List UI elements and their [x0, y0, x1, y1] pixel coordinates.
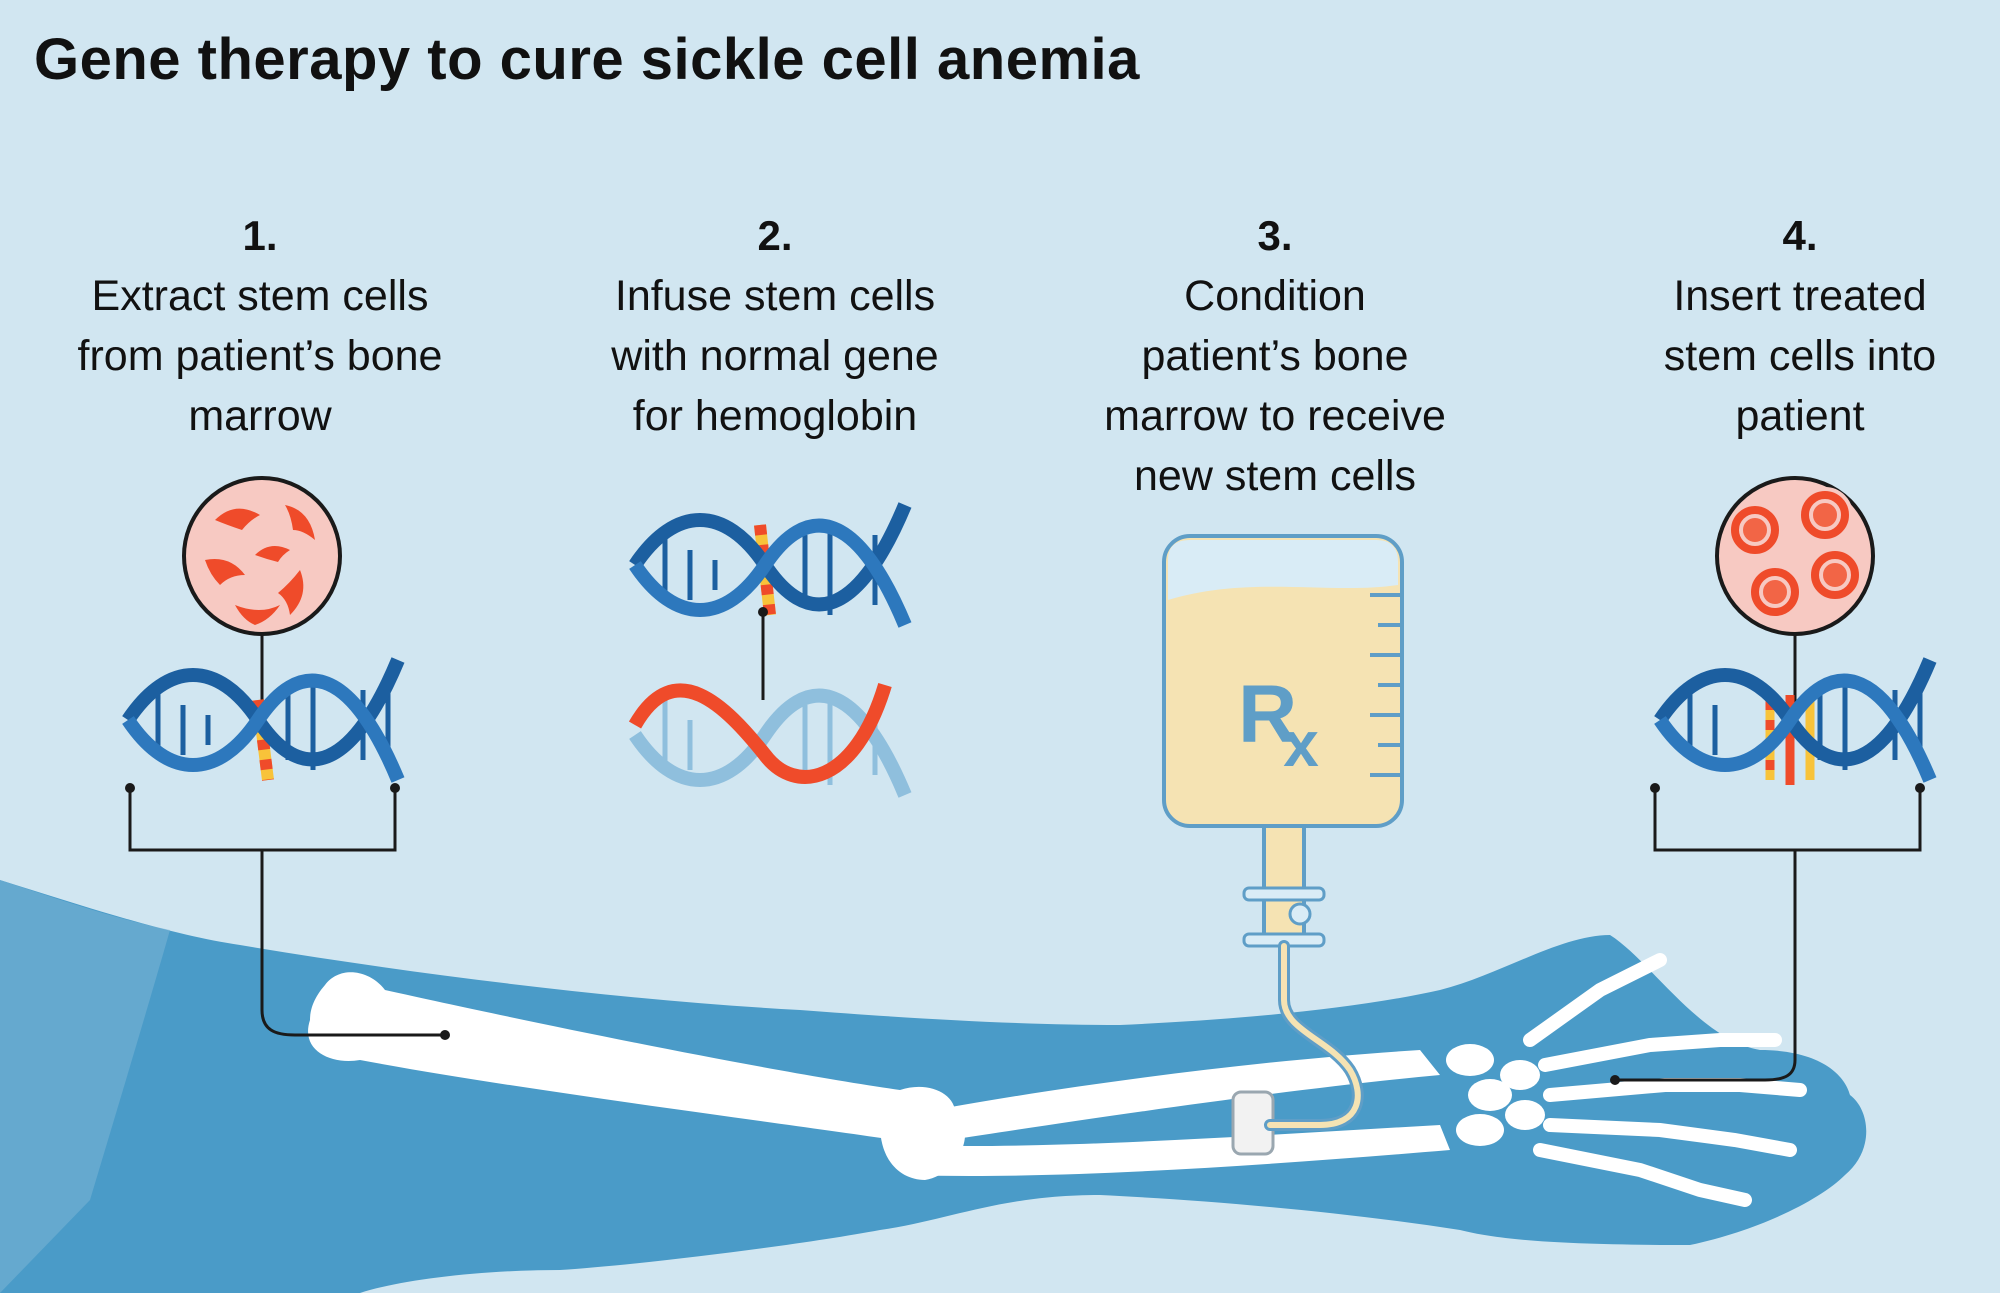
step-text-line: for hemoglobin [632, 392, 918, 440]
elbow-joint [880, 1102, 966, 1180]
connector-4-dot-right [1915, 783, 1925, 793]
step-text-line: Infuse stem cells [614, 272, 936, 320]
step-text-line: patient’s bone [1141, 332, 1409, 380]
step-text-line: marrow [188, 392, 332, 440]
dna-helix-icon [629, 502, 912, 628]
step-text-line: Extract stem cells [91, 272, 429, 320]
rx-sub: x [1283, 708, 1319, 780]
arm-silhouette [0, 880, 1867, 1293]
step-text-line: marrow to receive [1104, 392, 1446, 440]
step-text-line: Condition [1184, 272, 1366, 320]
step-number: 3. [1257, 212, 1293, 259]
iv-bag-rx-label: Rx [1238, 668, 1319, 781]
sickle-cell-icon [182, 476, 342, 636]
connector-1-dot-right [390, 783, 400, 793]
step-number: 1. [242, 212, 278, 259]
connector-1 [128, 788, 445, 1037]
connector-2-dot [758, 607, 768, 617]
connector-4 [1615, 788, 1922, 1082]
step-1: 1. Extract stem cells from patient’s bon… [20, 206, 500, 446]
iv-scale-ticks [1370, 593, 1400, 777]
rx-main: R [1238, 669, 1298, 760]
arm-skeleton-icon [0, 880, 1867, 1293]
iv-clamp-top [1242, 886, 1326, 902]
step-text-line: with normal gene [611, 332, 939, 380]
dna-helix-icon [628, 682, 912, 798]
connector-1-dot-left [125, 783, 135, 793]
dna-helix-icon [122, 657, 405, 783]
arm-shadow [0, 880, 170, 1293]
step-4: 4. Insert treated stem cells into patien… [1555, 206, 2000, 446]
step-text-line: stem cells into [1663, 332, 1937, 380]
step-3: 3. Condition patient’s bone marrow to re… [1035, 206, 1515, 506]
step-number: 4. [1782, 212, 1818, 259]
step-2: 2. Infuse stem cells with normal gene fo… [535, 206, 1015, 446]
page-title: Gene therapy to cure sickle cell anemia [34, 27, 1140, 92]
radius-bone [935, 1050, 1440, 1140]
dna-helix-icon [1654, 657, 1937, 785]
step-text-line: from patient’s bone [77, 332, 443, 380]
connector-4-dot-end [1610, 1075, 1620, 1085]
carpal-bones [1446, 1044, 1545, 1146]
step-text-line: patient [1735, 392, 1865, 440]
connector-1-dot-end [440, 1030, 450, 1040]
humerus-bone [308, 972, 956, 1145]
normal-gene-strand [628, 682, 892, 784]
iv-bag-air [1168, 540, 1398, 600]
normal-cell-icon [1715, 476, 1875, 636]
step-number: 2. [757, 212, 793, 259]
connector-4-dot-left [1650, 783, 1660, 793]
finger-bones [1523, 953, 1807, 1207]
step-text-line: Insert treated [1673, 272, 1927, 320]
ulna-bone [900, 1125, 1450, 1176]
step-text-line: new stem cells [1134, 452, 1416, 500]
iv-tube-inner [1267, 943, 1361, 1128]
iv-roller [1288, 902, 1312, 926]
iv-bag-icon [1162, 534, 1404, 1131]
